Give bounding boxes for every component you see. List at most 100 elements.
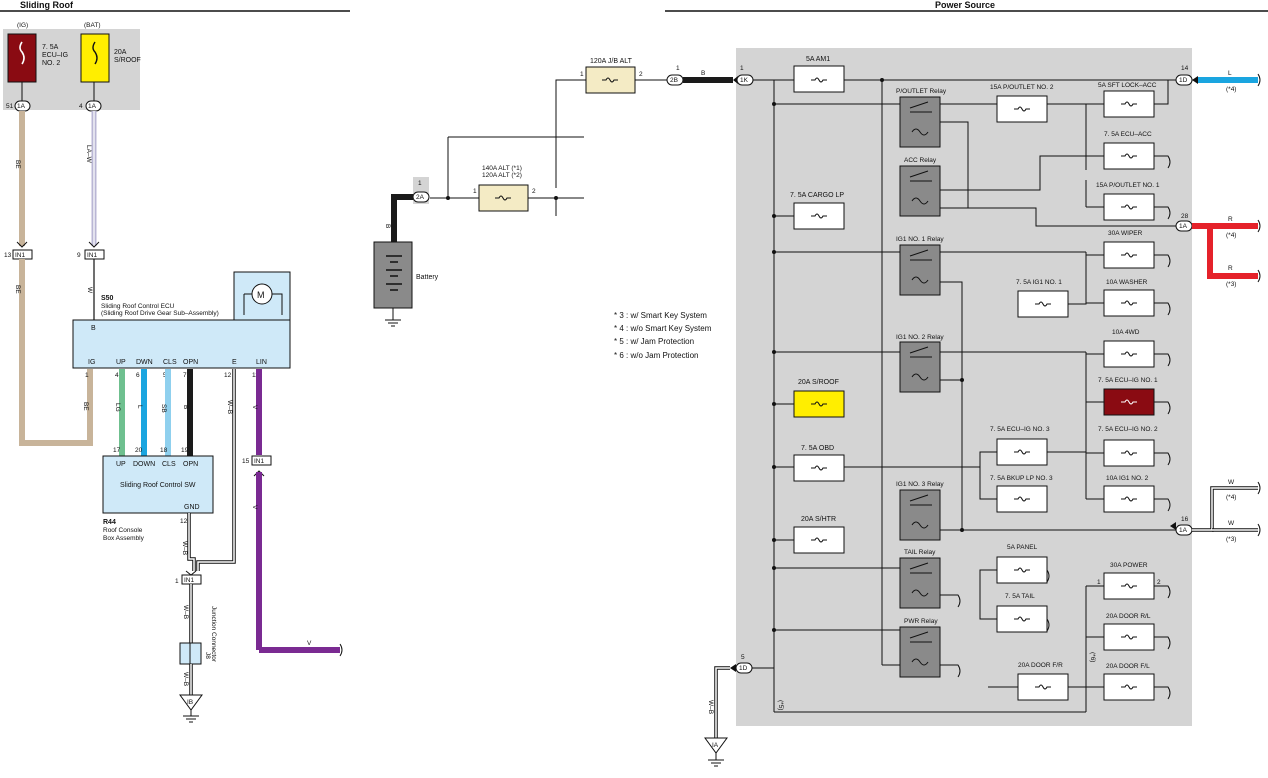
relay-label-ig1no1: IG1 NO. 1 Relay xyxy=(896,236,944,243)
conn-1d-top-arrow xyxy=(1192,76,1198,84)
sw-pin-down: DOWN xyxy=(133,461,155,468)
ground-ib-icon xyxy=(179,694,203,711)
fuse-bat-line2: S/ROOF xyxy=(114,57,141,64)
note-n6: (*6) xyxy=(1089,652,1096,662)
relay-label-tail: TAIL Relay xyxy=(904,549,936,556)
power-pin2: 2 xyxy=(1157,579,1161,586)
sw-pinnum-20: 20 xyxy=(135,447,143,454)
note-4: * 6 : w/o Jam Protection xyxy=(614,351,698,360)
fuse-alt-pin2: 2 xyxy=(532,188,536,195)
wire-bkup3 xyxy=(979,467,997,500)
fuse-alt-pin1: 1 xyxy=(473,188,477,195)
wire-pwr-out xyxy=(940,664,961,678)
fuse-label-obd: 7. 5A OBD xyxy=(801,445,834,452)
wire-r2-break xyxy=(1257,269,1261,283)
wire-label-b: B xyxy=(182,405,189,409)
wire-poutlet-out xyxy=(940,121,969,208)
sw-pin-cls: CLS xyxy=(162,461,176,468)
relay-pwr xyxy=(899,626,941,678)
wire-label-be1: BE xyxy=(14,160,21,169)
conn-1k-pin: 1 xyxy=(740,65,744,72)
wire-acc-out2 xyxy=(940,207,1176,227)
fuse-main-label: 120A J/B ALT xyxy=(590,58,633,65)
wire-r1-break xyxy=(1257,219,1261,233)
out-r1-note: (*4) xyxy=(1226,232,1236,239)
wire-label-law: LA–W xyxy=(85,145,92,164)
ecu-pin-lin: LIN xyxy=(256,359,267,366)
wire-washer-out xyxy=(1154,302,1171,316)
wire-label-wb2: W–B xyxy=(181,541,188,555)
note-n5: (*5) xyxy=(777,700,784,710)
fuse-alt-label1: 140A ALT (*1) xyxy=(482,165,522,172)
out-wb: W–B xyxy=(707,700,714,714)
conn-in1-mid xyxy=(251,455,272,466)
wire-label-l: L xyxy=(136,405,143,409)
wire-w1-break xyxy=(1257,481,1261,495)
fuse-ecuig1-element xyxy=(1121,399,1137,405)
wire-v-break xyxy=(339,643,343,657)
fuse-label-bkup3: 7. 5A BKUP LP NO. 3 xyxy=(990,475,1053,482)
conn-1d-top-pin: 14 xyxy=(1181,65,1189,72)
wire-acc-out xyxy=(940,155,1086,191)
fuse-label-ecuig1: 7. 5A ECU–IG NO. 1 xyxy=(1098,377,1158,384)
note-3: * 5 : w/ Jam Protection xyxy=(614,337,694,346)
conn-1a-pin: 28 xyxy=(1181,213,1189,220)
ecu-pinnum-4: 4 xyxy=(115,372,119,379)
sw-pinnum-17: 17 xyxy=(113,447,121,454)
switch-name: Sliding Roof Control SW xyxy=(120,482,196,489)
fuse-label-4wd: 10A 4WD xyxy=(1112,329,1140,336)
ground-ia-bars xyxy=(708,759,724,767)
relay-label-ig1no2: IG1 NO. 2 Relay xyxy=(896,334,944,341)
sw-pin-gnd: GND xyxy=(184,504,200,511)
ecu-pin-up: UP xyxy=(116,359,126,366)
wire-w1-inner xyxy=(1192,487,1258,531)
ecu-pinnum-6: 6 xyxy=(136,372,140,379)
wire-w1-outer xyxy=(1192,486,1258,532)
out-r2: R xyxy=(1228,265,1233,272)
out-w1: W xyxy=(1228,479,1235,486)
fuse-ecu-ig2 xyxy=(7,33,37,83)
ecu-pin-ig: IG xyxy=(88,359,95,366)
fuse-sroof-element xyxy=(92,41,98,65)
fuse-label-doorfr: 20A DOOR F/R xyxy=(1018,662,1063,669)
fuse-ig-top: (IG) xyxy=(17,22,28,29)
conn-in1-low-pin: 1 xyxy=(175,578,179,585)
wire-label-w: W xyxy=(86,287,93,294)
ecu-pin-opn: OPN xyxy=(183,359,198,366)
relay-acc xyxy=(899,165,941,217)
conn-1d-low-arrow xyxy=(730,664,736,672)
wire-w2-break xyxy=(1257,523,1261,537)
wire-b-label-battery: B xyxy=(384,224,391,228)
note-1: * 3 : w/ Smart Key System xyxy=(614,311,707,320)
wire-tail-out xyxy=(940,594,961,608)
wire-label-v2: V xyxy=(251,505,258,510)
battery-label: Battery xyxy=(416,274,439,281)
conn-1k-code: 1K xyxy=(740,77,749,84)
fuse-label-poutlet1: 15A P/OUTLET NO. 1 xyxy=(1096,182,1160,189)
fuse-label-ecuacc: 7. 5A ECU–ACC xyxy=(1104,131,1152,138)
relay-label-acc: ACC Relay xyxy=(904,157,937,164)
motor-label: M xyxy=(257,290,265,300)
conn-in1-low-chevron xyxy=(185,570,197,576)
conn-1a-right-pin: 4 xyxy=(79,103,83,110)
fuse-label-ecuig3: 7. 5A ECU–IG NO. 3 xyxy=(990,426,1050,433)
conn-in1-left-code: IN1 xyxy=(15,252,26,259)
wire-wb-sw-inner xyxy=(188,513,195,571)
sw-pin-up: UP xyxy=(116,461,126,468)
fuse-label-doorrl: 20A DOOR R/L xyxy=(1106,613,1151,620)
fuse-label-tail: 7. 5A TAIL xyxy=(1005,593,1035,600)
ground-ia-label: IA xyxy=(712,742,719,749)
conn-1d-top-code: 1D xyxy=(1179,77,1188,84)
fuse-main-pin2: 2 xyxy=(639,71,643,78)
switch-assembly-2: Box Assembly xyxy=(103,535,145,542)
conn-1a-code: 1A xyxy=(1179,223,1188,230)
conn-in1-mid-pin: 15 xyxy=(242,458,250,465)
ecu-pinnum-12: 12 xyxy=(224,372,232,379)
fuse-alt-label2: 120A ALT (*2) xyxy=(482,172,522,179)
ecu-name: Sliding Roof Control ECU xyxy=(101,303,175,310)
out-r2-note: (*3) xyxy=(1226,281,1236,288)
fuse-ecu-ig2-element xyxy=(19,41,25,65)
wire-label-sb: SB xyxy=(160,404,167,413)
switch-code: R44 xyxy=(103,519,116,526)
conn-in1-right-chevron xyxy=(88,241,100,248)
